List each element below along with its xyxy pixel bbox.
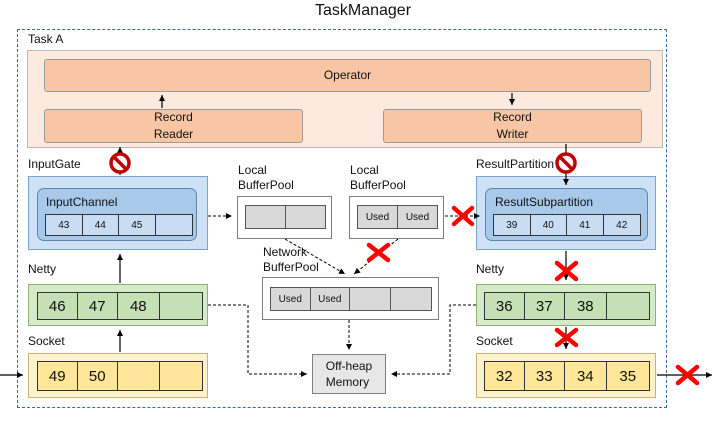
local-bufferpool-left-segments	[245, 205, 326, 229]
dashed-netty-to-offheap	[208, 304, 307, 377]
offheap-memory-label: Off-heap Memory	[325, 359, 373, 389]
cross-icon-output-socket	[554, 327, 579, 348]
buffer-segment	[246, 206, 286, 228]
buffer-cell: 33	[525, 362, 566, 390]
buffer-cell	[118, 362, 160, 390]
record-writer: Record Writer	[383, 109, 642, 143]
local-bufferpool-right-label: Local BufferPool	[350, 163, 406, 192]
buffer-cell: 38	[565, 293, 607, 319]
buffer-segment	[350, 288, 391, 310]
record-reader: Record Reader	[44, 109, 303, 143]
output-netty-buffers: 36 37 38	[484, 292, 650, 320]
buffer-cell: 48	[118, 293, 160, 319]
buffer-segment: Used	[405, 211, 430, 223]
operator-label: Operator	[323, 68, 372, 82]
buffer-segment: Used	[271, 288, 311, 310]
network-bufferpool-segments: Used Used	[270, 287, 432, 311]
buffer-segment: Used	[358, 206, 398, 228]
dashed-output-netty-to-offheap	[391, 304, 476, 377]
result-partition-label: ResultPartition	[476, 157, 555, 171]
result-subpartition-label: ResultSubpartition	[495, 195, 594, 209]
buffer-cell: 49	[38, 362, 78, 390]
input-socket-buffers: 49 50	[37, 361, 203, 391]
result-subpartition-buffers: 39 40 41 42	[493, 214, 641, 236]
cross-icon-localpool-out	[451, 205, 475, 227]
buffer-cell: 42	[616, 219, 628, 231]
task-boundary	[17, 29, 667, 408]
task-label: Task A	[28, 32, 64, 46]
input-channel-buffers: 43 44 45	[45, 214, 193, 236]
buffer-cell: 50	[78, 362, 119, 390]
cross-icon-output-netty	[554, 260, 579, 282]
input-netty-buffers: 46 47 48	[37, 292, 203, 320]
input-socket-label: Socket	[28, 334, 65, 348]
buffer-cell: 37	[525, 293, 566, 319]
output-socket-label: Socket	[476, 334, 513, 348]
cross-icon-network-in	[366, 242, 391, 263]
buffer-cell: 46	[38, 293, 78, 319]
operator-box: Operator	[44, 59, 651, 92]
buffer-segment: Used	[311, 288, 351, 310]
buffer-cell: 47	[78, 293, 119, 319]
blocked-icon-resultpartition	[555, 152, 577, 174]
output-socket-buffers: 32 33 34 35	[484, 361, 650, 391]
buffer-cell: 43	[46, 215, 83, 235]
network-bufferpool-label: Network BufferPool	[263, 245, 319, 274]
input-channel-label: InputChannel	[46, 195, 118, 209]
dashed-leftpool-to-network	[284, 238, 346, 275]
blocked-icon-inputgate	[109, 152, 131, 174]
input-netty-label: Netty	[28, 262, 57, 276]
offheap-memory: Off-heap Memory	[312, 354, 386, 394]
record-reader-label: Record Reader	[153, 110, 194, 141]
buffer-cell: 45	[119, 215, 156, 235]
buffer-cell: 44	[83, 215, 119, 235]
buffer-cell: 39	[494, 215, 531, 235]
buffer-cell: 34	[565, 362, 607, 390]
buffer-cell: 41	[567, 215, 604, 235]
buffer-cell: 36	[485, 293, 525, 319]
local-bufferpool-right-segments: Used Used	[357, 205, 438, 229]
record-writer-label: Record Writer	[493, 110, 532, 141]
page-title: TaskManager	[314, 2, 412, 19]
local-bufferpool-left-label: Local BufferPool	[238, 163, 294, 192]
input-gate-label: InputGate	[28, 157, 81, 171]
buffer-cell: 40	[531, 215, 567, 235]
output-netty-label: Netty	[476, 262, 505, 276]
buffer-cell: 32	[485, 362, 525, 390]
cross-icon-outgoing	[675, 364, 700, 386]
buffer-cell: 35	[619, 367, 637, 385]
dashed-rightpool-to-network	[353, 238, 399, 275]
